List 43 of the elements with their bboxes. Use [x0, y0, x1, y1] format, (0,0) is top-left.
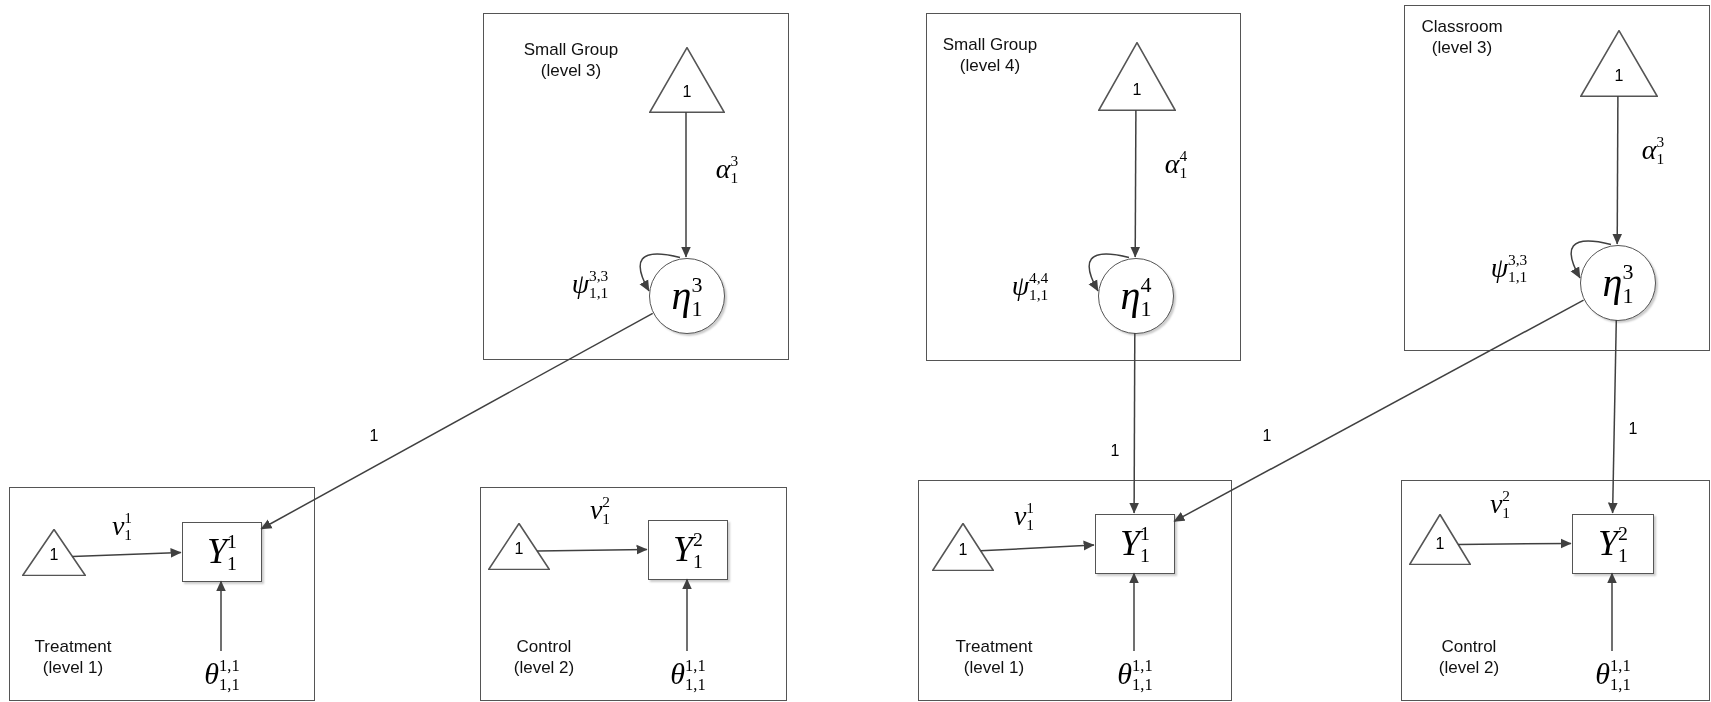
group-title: Small Group (level 3): [522, 39, 620, 81]
arrow: [682, 578, 692, 652]
path-label: 1: [1262, 427, 1272, 445]
arrow: [681, 111, 691, 258]
level-frame: [926, 13, 1241, 361]
group-title: Treatment (level 1): [954, 636, 1034, 678]
arrow: [1129, 332, 1140, 514]
path-label: 1: [369, 427, 379, 445]
arrow: [1129, 572, 1139, 652]
arrow: [71, 547, 182, 558]
arrow: [979, 540, 1095, 552]
arrow: [1457, 538, 1572, 549]
arrow: [1130, 109, 1141, 258]
loop-arrow: [639, 253, 681, 292]
constant-triangle: 1: [649, 47, 725, 113]
arrow: [260, 312, 654, 530]
arrow: [1607, 572, 1617, 652]
group-title: Classroom (level 3): [1420, 16, 1504, 58]
group-title: Control (level 2): [1437, 636, 1501, 678]
arrow: [1612, 95, 1623, 245]
path-label: 1: [1628, 420, 1638, 438]
arrow: [1173, 299, 1585, 523]
loop-arrow: [1570, 240, 1612, 279]
arrow: [1607, 319, 1618, 514]
group-title: Control (level 2): [512, 636, 576, 678]
constant-triangle: 1: [1409, 514, 1471, 565]
level-frame: [480, 487, 787, 701]
level-frame: [9, 487, 315, 701]
level-frame: [483, 13, 789, 360]
group-title: Small Group (level 4): [941, 34, 1039, 76]
arrow: [536, 544, 648, 555]
level-frame: [918, 480, 1232, 701]
group-title: Treatment (level 1): [33, 636, 113, 678]
path-label: 1: [1110, 442, 1120, 460]
constant-triangle: 1: [1098, 42, 1176, 111]
loop-arrow: [1088, 253, 1130, 292]
constant-triangle: 1: [932, 523, 994, 571]
constant-triangle: 1: [22, 529, 86, 576]
level-frame: [1401, 480, 1710, 701]
constant-triangle: 1: [488, 523, 550, 570]
level-frame: [1404, 5, 1710, 351]
constant-triangle: 1: [1580, 30, 1658, 97]
arrow: [216, 580, 226, 652]
